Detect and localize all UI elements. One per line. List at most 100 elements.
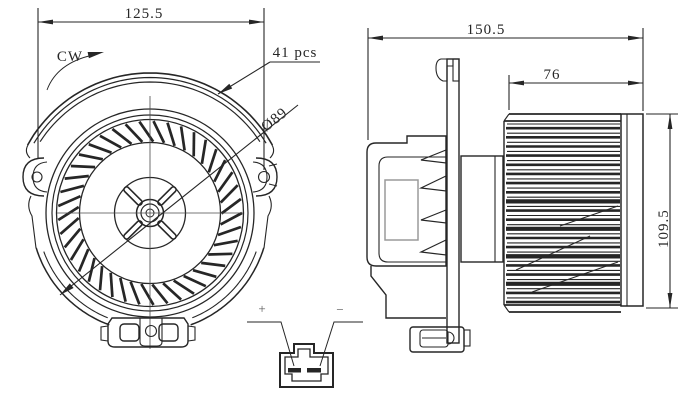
spring-clip-4 — [418, 239, 447, 256]
boss-slot-left — [119, 323, 140, 342]
negative-terminal-label: − — [336, 302, 343, 317]
boss-tab-left — [100, 325, 109, 342]
boss-tab-right — [187, 325, 196, 342]
housing-outline — [366, 135, 447, 267]
housing-inner-line — [378, 156, 446, 263]
spring-clip-1 — [420, 149, 447, 164]
blade-line — [207, 148, 218, 173]
dim-arrow-right — [628, 35, 643, 41]
dim-arrow-right — [249, 19, 264, 25]
ear-notch-top — [268, 163, 278, 167]
hub-spoke-core — [124, 221, 142, 239]
end-plate — [620, 113, 644, 307]
blade-line — [172, 279, 195, 295]
dim-arrow-left — [509, 80, 524, 86]
diameter-arrow — [60, 283, 74, 295]
dim-arrow-left — [368, 35, 383, 41]
diameter-leader-line — [59, 104, 299, 296]
side-view: 150.5 — [366, 22, 678, 353]
housing-window — [384, 179, 419, 241]
ear-bottom-connector — [263, 195, 272, 249]
negative-leader-line — [319, 321, 363, 367]
connector-outer-shell — [279, 343, 334, 388]
blade-line — [118, 277, 127, 302]
housing-skirt — [370, 266, 446, 319]
blade-line — [129, 281, 141, 305]
blade-line — [78, 153, 104, 161]
blade-line — [200, 139, 208, 165]
boss-screw-hole — [144, 324, 158, 338]
blade-line — [99, 134, 122, 149]
front-view: 125.5 CW — [22, 6, 320, 349]
blade-hint-1 — [515, 235, 591, 271]
negative-terminal-blade — [307, 368, 321, 373]
shaft-block — [460, 155, 504, 263]
hub-cross-spokes — [123, 186, 177, 240]
blade-line — [60, 184, 85, 194]
blade-line — [213, 159, 227, 183]
blade-line — [192, 268, 217, 279]
hub-spoke-core — [124, 187, 142, 205]
dimension-front-width: 125.5 — [37, 6, 265, 170]
bracket-outline — [409, 326, 465, 353]
blade-line — [140, 283, 155, 306]
ear-bottom-connector — [28, 195, 37, 249]
blade-line — [220, 197, 242, 215]
ear-top-connector — [25, 144, 31, 159]
mounting-ear-left — [22, 144, 48, 249]
fin-stack — [506, 123, 620, 304]
housing-lower-left-outer — [35, 247, 110, 326]
mounting-flange — [435, 58, 460, 344]
rotation-label: CW — [57, 49, 83, 65]
blade-line — [69, 238, 85, 261]
blade-line — [217, 171, 234, 193]
housing-lower-left-inner — [43, 251, 108, 319]
dimension-wheel-height: 109.5 — [646, 113, 678, 309]
positive-terminal-blade — [288, 368, 301, 373]
flange-top-section — [452, 58, 460, 82]
bracket-tab — [463, 329, 471, 347]
motor-housing — [366, 135, 447, 319]
boss-center-tab — [139, 318, 163, 347]
callout-arrow — [218, 83, 233, 94]
mounting-ear-right — [252, 144, 278, 249]
blade-array — [57, 120, 243, 306]
ear-inner-line — [252, 161, 268, 193]
dimension-overall-width: 150.5 — [367, 22, 644, 140]
blade-line — [208, 252, 233, 256]
boss-outline — [107, 317, 189, 348]
front-connector-boss — [100, 317, 196, 348]
blade-line — [64, 174, 89, 180]
housing-outline-arcs — [26, 72, 274, 326]
ear-top-connector — [269, 144, 275, 159]
blade-line — [70, 164, 96, 169]
blade-line — [219, 211, 243, 226]
wheel-height-value: 109.5 — [656, 209, 672, 248]
blade-line — [138, 120, 155, 143]
dimension-wheel-width: 76 — [508, 67, 643, 110]
cage-bottom-chamfer — [503, 304, 510, 313]
housing-lower-right-inner — [192, 251, 257, 319]
blade-count-value: 41 pcs — [273, 45, 318, 61]
blade-line — [201, 261, 226, 268]
wheel-width-value: 76 — [544, 67, 561, 83]
front-width-value: 125.5 — [125, 6, 164, 22]
connector-detail: + − — [247, 301, 363, 388]
blade-line — [162, 282, 183, 301]
housing-band-mid — [33, 76, 267, 144]
blade-line — [57, 194, 82, 208]
bracket-slot — [419, 329, 449, 348]
flange-hook-section — [435, 58, 454, 82]
cw-arrow-curve — [46, 54, 94, 91]
spring-clip-3 — [420, 209, 447, 224]
bracket-detent — [447, 331, 455, 345]
bottom-bracket — [409, 326, 471, 353]
hub-spoke-core — [158, 221, 176, 239]
blade-line — [183, 274, 207, 288]
blade-line — [151, 283, 169, 305]
housing-lower-right-outer — [190, 247, 265, 326]
dim-arrow-top — [667, 114, 673, 129]
blade-line — [88, 143, 112, 154]
housing-band-inner — [39, 81, 261, 143]
